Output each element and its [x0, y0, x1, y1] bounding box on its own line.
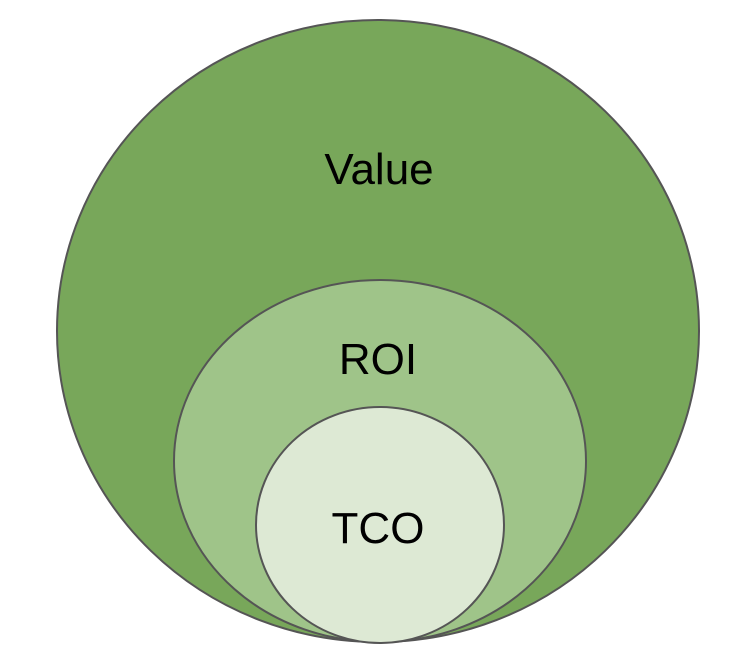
tco-circle — [255, 406, 505, 644]
roi-label: ROI — [339, 335, 417, 384]
tco-label: TCO — [332, 504, 425, 553]
value-label: Value — [324, 145, 433, 194]
